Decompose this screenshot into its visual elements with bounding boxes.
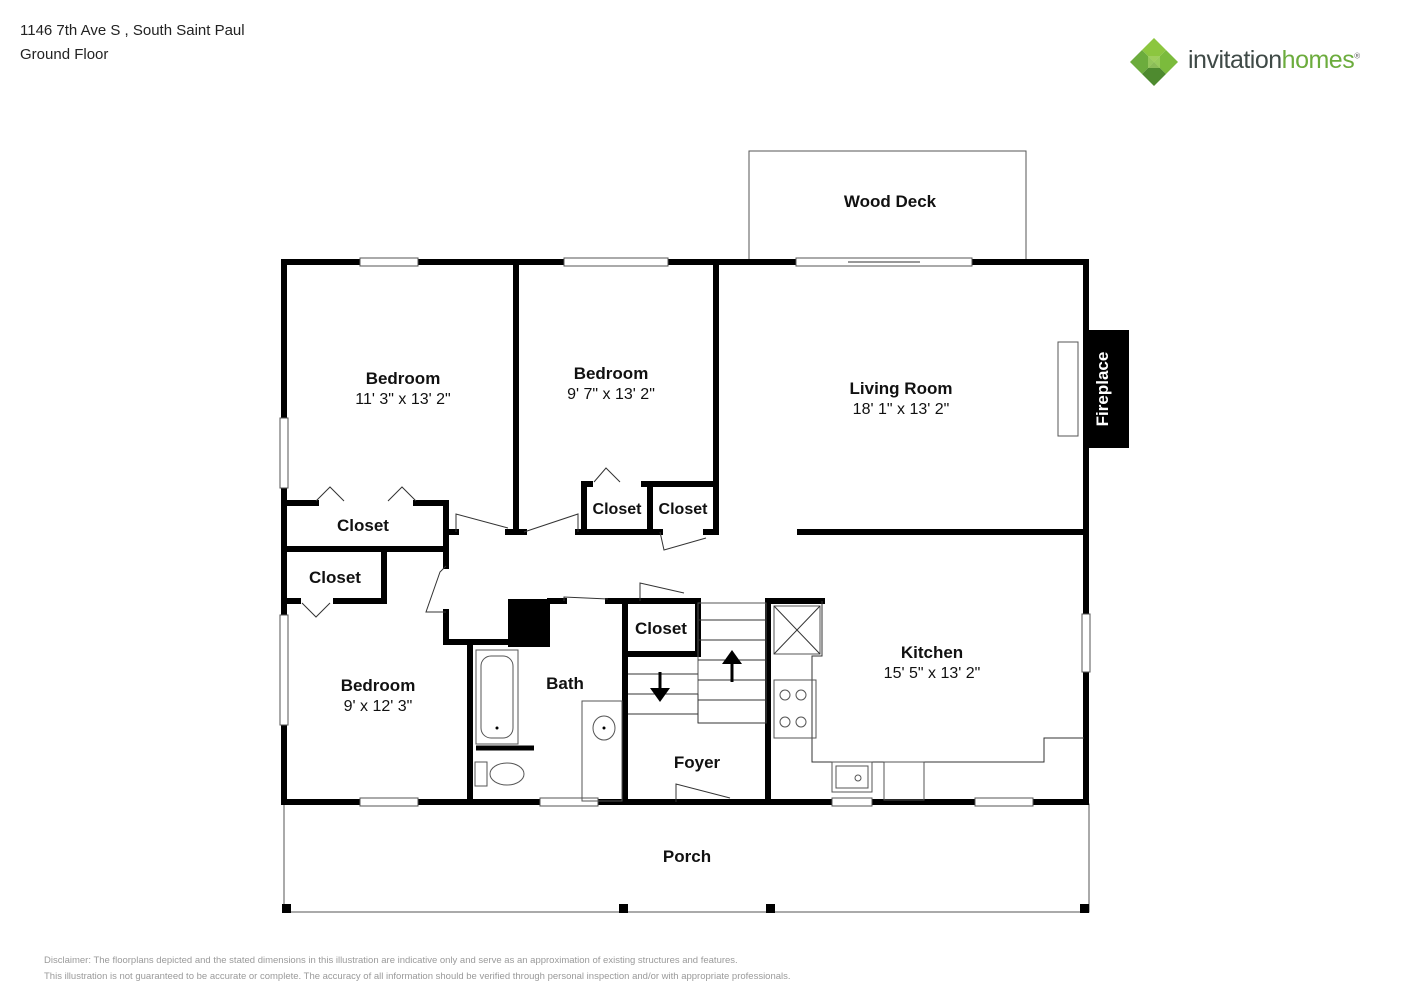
stairs-down-arrow-icon <box>650 672 670 702</box>
closet-2-label: Closet <box>593 501 643 518</box>
kitchen-dimensions: 15' 5" x 13' 2" <box>884 665 981 682</box>
closet-4-label: Closet <box>309 568 361 587</box>
fireplace-hearth <box>1057 341 1079 437</box>
disclaimer-line-2: This illustration is not guaranteed to b… <box>44 971 791 982</box>
brand-name: invitationhomes® <box>1188 46 1360 75</box>
dishwasher-icon <box>883 761 925 801</box>
bedroom-1-dimensions: 11' 3" x 13' 2" <box>355 391 450 408</box>
porch-area <box>283 803 1090 913</box>
invitation-homes-logo: invitationhomes® <box>1128 36 1388 88</box>
porch-label: Porch <box>663 847 711 866</box>
bathtub-icon <box>475 649 519 745</box>
brand-part-homes: homes <box>1281 46 1355 74</box>
logo-mark-icon <box>1130 38 1178 86</box>
closet-3-label: Closet <box>659 501 709 518</box>
stove-icon <box>773 679 817 739</box>
kitchen-counter <box>811 601 1084 763</box>
stairs-up-arrow-icon <box>722 650 742 682</box>
closet-5-label: Closet <box>635 619 687 638</box>
bedroom-3-label: Bedroom <box>341 676 416 695</box>
bath-label: Bath <box>546 674 584 693</box>
bathroom-sink-icon <box>581 700 623 802</box>
floor-label: Ground Floor <box>20 46 109 63</box>
bedroom-2-dimensions: 9' 7" x 13' 2" <box>567 386 655 403</box>
toilet-icon <box>474 761 525 787</box>
doors <box>301 467 731 802</box>
disclaimer-line-1: Disclaimer: The floorplans depicted and … <box>44 955 738 966</box>
kitchen-label: Kitchen <box>901 643 963 662</box>
wood-deck-label: Wood Deck <box>844 192 937 211</box>
living-room-label: Living Room <box>850 379 953 398</box>
foyer-label: Foyer <box>674 753 721 772</box>
fireplace <box>1086 330 1129 448</box>
bedroom-3-dimensions: 9' x 12' 3" <box>344 698 413 715</box>
living-room-dimensions: 18' 1" x 13' 2" <box>853 401 950 418</box>
brand-part-invitation: invitation <box>1188 46 1282 74</box>
bedroom-1-label: Bedroom <box>366 369 441 388</box>
fireplace-label: Fireplace <box>1093 352 1112 427</box>
bedroom-2-label: Bedroom <box>574 364 649 383</box>
interior-walls <box>281 259 1089 805</box>
wood-deck-area <box>748 150 1027 261</box>
trademark-symbol: ® <box>1354 51 1360 61</box>
kitchen-sink-icon <box>831 761 873 793</box>
closet-1-label: Closet <box>337 516 389 535</box>
porch-posts <box>282 904 1089 913</box>
property-address: 1146 7th Ave S , South Saint Paul <box>20 22 245 39</box>
refrigerator-icon <box>773 605 821 655</box>
windows <box>279 257 1091 807</box>
